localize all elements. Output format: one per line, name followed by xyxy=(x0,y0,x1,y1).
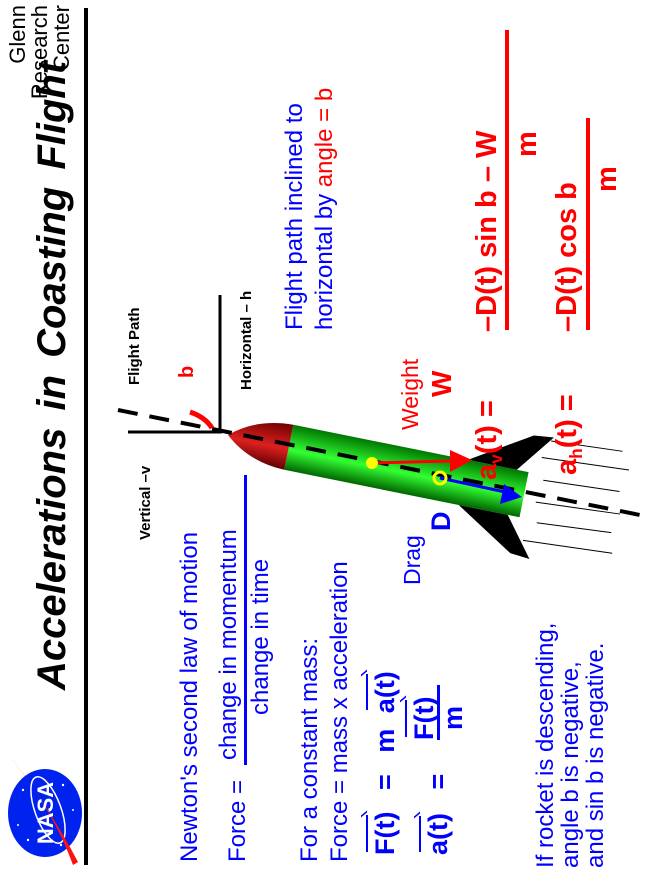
weight-arrowhead xyxy=(450,450,472,472)
angle-arc xyxy=(189,409,215,430)
angle-label: b xyxy=(176,365,198,378)
horizontal-label: Horizontal – h xyxy=(238,290,255,390)
vertical-acceleration-denominator: m xyxy=(511,131,543,157)
weight-label: Weight xyxy=(397,358,423,430)
incline-text-line1: Flight path inclined to xyxy=(281,103,308,330)
flight-path-label: Flight Path xyxy=(126,307,143,386)
fraction-line xyxy=(505,30,509,330)
fraction-line xyxy=(586,118,590,330)
drag-arrowhead xyxy=(500,484,522,504)
incline-text-line2: horizontal by angle = b xyxy=(311,87,338,330)
drag-label: Drag xyxy=(399,535,425,585)
nasa-logo: NASA xyxy=(8,758,82,865)
vertical-acceleration-numerator: –D(t) sin b – W xyxy=(471,130,503,332)
weight-symbol: W xyxy=(426,370,457,397)
angle-highlight: angle = b xyxy=(311,87,338,188)
rocket-body xyxy=(284,424,529,518)
fin xyxy=(467,435,554,470)
horizontal-acceleration-numerator: –D(t) cos b xyxy=(551,182,583,332)
svg-text:NASA: NASA xyxy=(33,782,58,844)
vertical-acceleration-lhs: av(t) = xyxy=(471,400,506,480)
vertical-label: Vertical –v xyxy=(137,465,154,540)
drag-arrow xyxy=(439,476,506,494)
drag-symbol: D xyxy=(426,511,456,532)
horizontal-acceleration-denominator: m xyxy=(591,166,623,192)
horizontal-acceleration-lhs: ah(t) = xyxy=(551,394,586,475)
cg-dot xyxy=(366,457,378,469)
weight-arrow xyxy=(371,459,451,465)
cp-dot xyxy=(432,470,448,486)
fin xyxy=(458,504,530,560)
